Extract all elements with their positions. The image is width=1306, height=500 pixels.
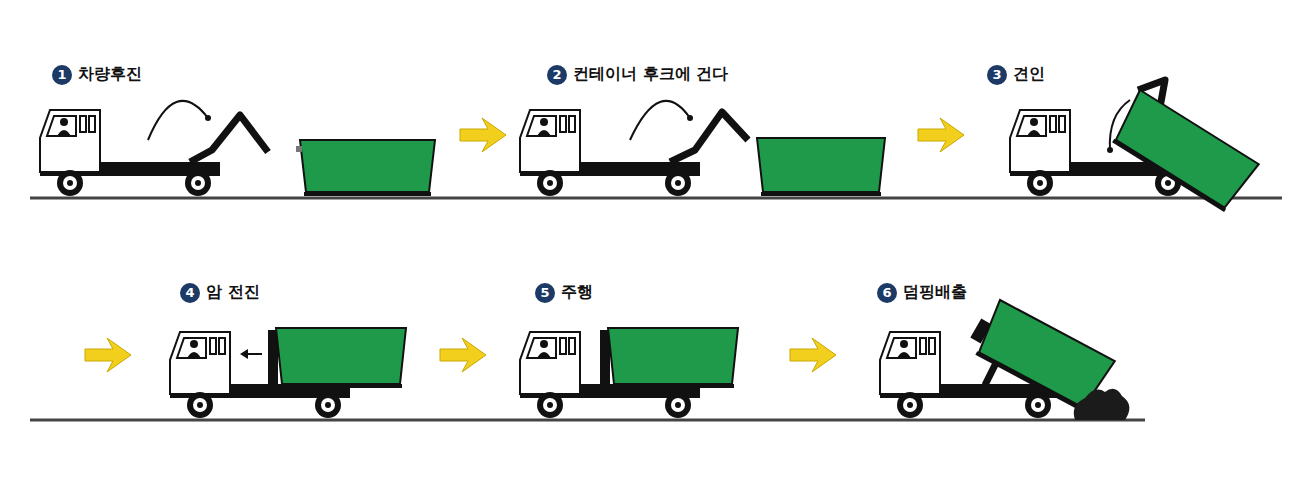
flow-arrow <box>440 338 486 372</box>
hook-arm <box>670 112 748 162</box>
roll-off-container <box>608 328 738 388</box>
step-number: 5 <box>535 283 555 303</box>
roll-off-container <box>300 140 435 196</box>
step-number: 6 <box>877 283 897 303</box>
flow-arrow <box>460 118 506 152</box>
hook-arm <box>190 115 268 162</box>
flow-arrow <box>85 338 131 372</box>
step-heading: 1 차량후진 <box>52 64 142 85</box>
step-number: 1 <box>52 65 72 85</box>
motion-arrow <box>148 101 208 140</box>
step-title: 암 전진 <box>206 282 260 303</box>
flow-arrow <box>918 118 964 152</box>
step-title: 컨테이너 후크에 건다 <box>573 64 728 85</box>
roll-off-container <box>757 138 885 196</box>
step-title: 견인 <box>1013 64 1045 85</box>
step-number: 3 <box>987 65 1007 85</box>
step-title: 덤핑배출 <box>903 282 967 303</box>
step-number: 4 <box>180 283 200 303</box>
step-heading: 2 컨테이너 후크에 건다 <box>547 64 728 85</box>
motion-arrow <box>630 101 690 140</box>
step-heading: 6 덤핑배출 <box>877 282 967 303</box>
dumped-load <box>1074 389 1130 420</box>
step-heading: 3 견인 <box>987 64 1045 85</box>
step-number: 2 <box>547 65 567 85</box>
ground-line <box>30 419 1145 422</box>
flow-arrow <box>790 338 836 372</box>
hook-truck <box>40 110 220 196</box>
step-title: 차량후진 <box>78 64 142 85</box>
step-heading: 4 암 전진 <box>180 282 260 303</box>
roll-off-container <box>1109 90 1259 214</box>
step-title: 주행 <box>561 282 593 303</box>
motion-arrow <box>1110 100 1130 150</box>
step-heading: 5 주행 <box>535 282 593 303</box>
ground-line <box>30 197 1282 200</box>
hook-truck <box>520 110 700 196</box>
roll-off-container <box>276 328 406 388</box>
